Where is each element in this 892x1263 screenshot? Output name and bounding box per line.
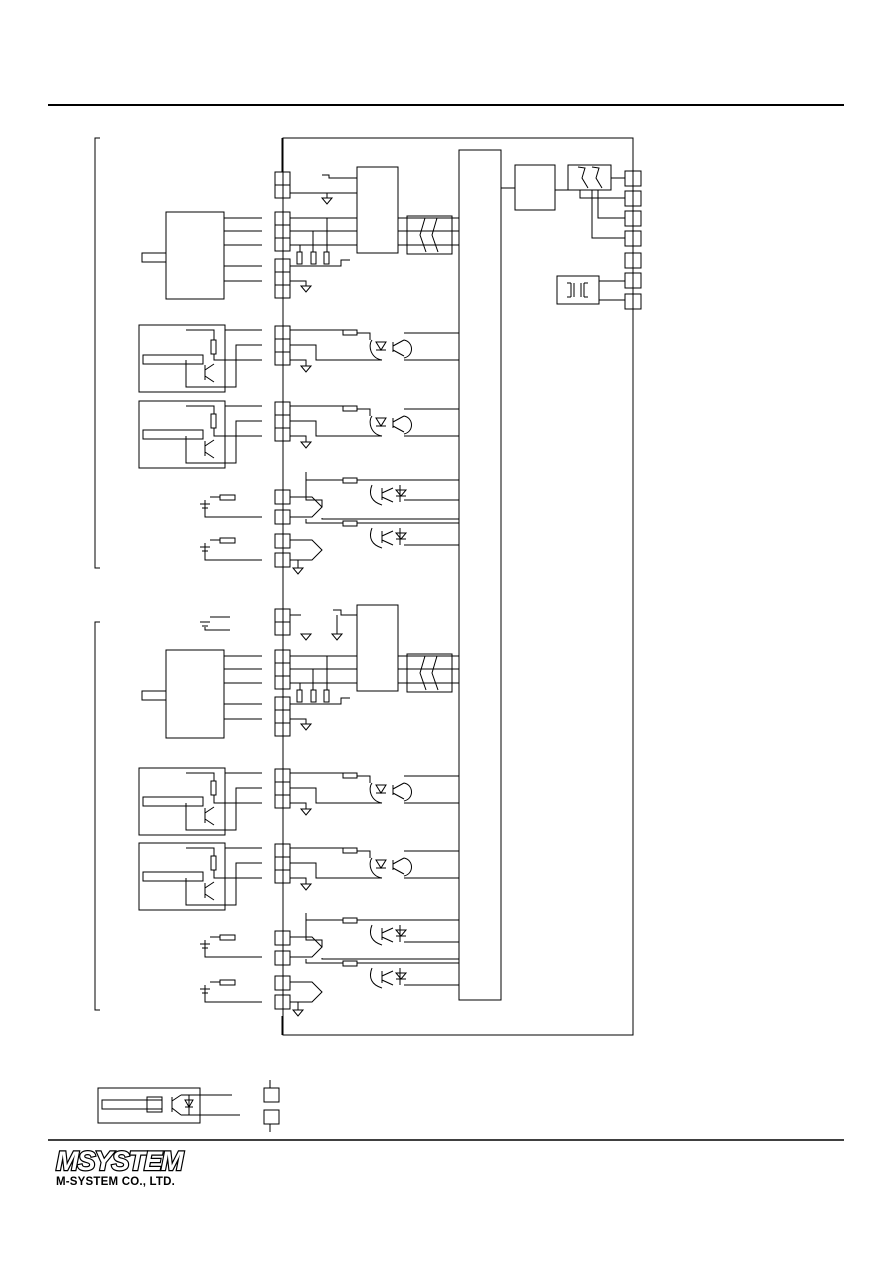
ch1-encoder	[165, 211, 225, 300]
group-bracket-2	[94, 621, 100, 1011]
power-supply-block	[556, 275, 600, 305]
ch2-encoder	[165, 649, 225, 739]
ch1-sensor-1	[138, 324, 226, 393]
channel-1	[138, 166, 459, 575]
ch1-sensor-2	[138, 400, 226, 469]
ch2-sensor-1	[138, 767, 226, 836]
internal-bus-block	[458, 149, 502, 1001]
msystem-logo: MSYSTEM	[55, 1146, 185, 1176]
comm-terminal-strip	[624, 170, 642, 310]
channel-2	[138, 604, 459, 1017]
legend-sensor	[97, 1080, 280, 1132]
comm-block	[514, 164, 556, 211]
module-frame	[282, 137, 634, 1036]
company-name: M-SYSTEM CO., LTD.	[56, 1176, 176, 1188]
ch1-counter-block	[356, 166, 399, 254]
group-bracket-1	[94, 137, 100, 569]
ch2-sensor-2	[138, 842, 226, 911]
ch2-counter-block	[356, 604, 399, 692]
company-logo-block: MSYSTEM M-SYSTEM CO., LTD.	[55, 1146, 185, 1188]
isolation-symbol	[567, 164, 612, 191]
